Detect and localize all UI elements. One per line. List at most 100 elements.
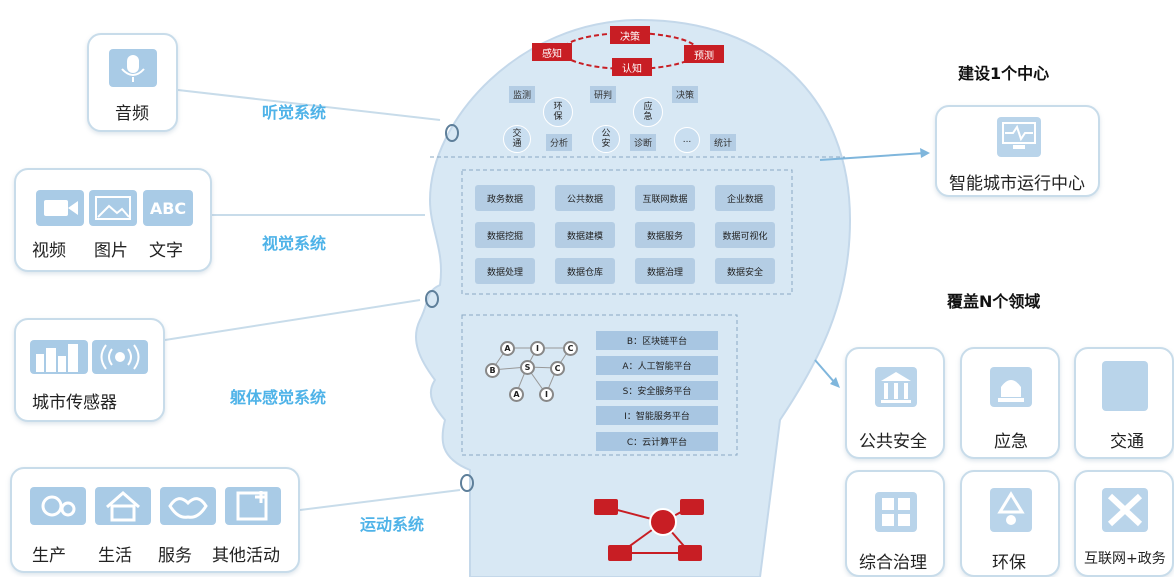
platform-ai: A：人工智能平台 xyxy=(596,356,718,375)
server-icon-1 xyxy=(594,499,618,515)
domain-label-0: 公共安全 xyxy=(859,432,927,452)
sensor-card: 城市传感器 xyxy=(14,318,165,422)
data-cell: 数据可视化 xyxy=(715,222,775,248)
domain-governance: 综合治理 xyxy=(845,470,945,577)
center-label: 智能城市运行中心 xyxy=(949,174,1085,194)
platform-security: S：安全服务平台 xyxy=(596,381,718,400)
node-a1: A xyxy=(500,341,515,356)
data-cell: 互联网数据 xyxy=(635,185,695,211)
audio-label: 音频 xyxy=(115,104,149,124)
center-card: 智能城市运行中心 xyxy=(935,105,1100,197)
node-c1: C xyxy=(563,341,578,356)
audio-system-label: 听觉系统 xyxy=(262,103,327,122)
func-env-text: 环保 xyxy=(553,102,563,122)
data-cell: 公共数据 xyxy=(555,185,615,211)
network-cross-icon xyxy=(1102,488,1148,532)
func-emergency-text: 应急 xyxy=(643,102,653,122)
traffic-map-icon xyxy=(1102,361,1148,411)
data-cell: 数据治理 xyxy=(635,258,695,284)
data-cell: 数据挖掘 xyxy=(475,222,535,248)
domain-label-1: 应急 xyxy=(994,432,1028,452)
text-abc-icon: ABC xyxy=(143,190,193,226)
platform-blockchain: B：区块链平台 xyxy=(596,331,718,350)
production-gear-icon xyxy=(30,487,86,525)
func-police: 公安 xyxy=(592,125,620,153)
microphone-icon xyxy=(109,49,157,87)
domain-label-4: 环保 xyxy=(992,553,1026,573)
ear-ring-motion xyxy=(460,474,474,492)
data-cell: 数据服务 xyxy=(635,222,695,248)
func-analysis: 分析 xyxy=(546,134,573,151)
func-diagnose: 诊断 xyxy=(630,134,657,151)
decision-box: 决策 xyxy=(610,26,650,44)
image-icon xyxy=(89,190,137,226)
ear-ring-vision xyxy=(425,290,439,308)
data-cell: 政务数据 xyxy=(475,185,535,211)
func-judge: 研判 xyxy=(590,86,617,103)
server-icon-2 xyxy=(680,499,704,515)
video-icon xyxy=(36,190,84,226)
ear-ring-audio xyxy=(445,124,459,142)
perceive-box: 感知 xyxy=(532,43,572,61)
production-label: 生产 xyxy=(32,546,66,566)
service-label: 服务 xyxy=(158,546,192,566)
center-title: 建设1个中心 xyxy=(958,64,1050,83)
func-police-text: 公安 xyxy=(601,129,611,149)
signal-sensor-icon xyxy=(92,340,148,374)
router-icon xyxy=(649,508,677,536)
server-icon-3 xyxy=(608,545,632,561)
motion-system-label: 运动系统 xyxy=(360,515,425,534)
image-label: 图片 xyxy=(94,241,128,261)
domain-public-safety: 公共安全 xyxy=(845,347,945,459)
func-more-text: ... xyxy=(682,135,692,145)
body-system-label: 躯体感觉系统 xyxy=(230,388,327,407)
domain-label-5: 互联网+政务 xyxy=(1084,551,1166,567)
func-env: 环保 xyxy=(543,97,573,127)
audio-card: 音频 xyxy=(87,33,178,132)
platform-cloud: C：云计算平台 xyxy=(596,432,718,451)
domain-label-2: 交通 xyxy=(1110,432,1144,452)
data-cell: 数据安全 xyxy=(715,258,775,284)
func-traffic-text: 交通 xyxy=(512,129,522,149)
node-s: S xyxy=(520,360,535,375)
data-cell: 数据仓库 xyxy=(555,258,615,284)
predict-box: 预测 xyxy=(684,45,724,63)
node-a2: A xyxy=(509,387,524,402)
sensor-label: 城市传感器 xyxy=(32,393,117,413)
text-label: 文字 xyxy=(149,241,183,261)
domain-internet-gov: 互联网+政务 xyxy=(1074,470,1174,577)
monitor-icon xyxy=(997,117,1041,157)
cognize-box: 认知 xyxy=(612,58,652,76)
node-c2: C xyxy=(550,361,565,376)
domain-emergency: 应急 xyxy=(960,347,1060,459)
building-columns-icon xyxy=(875,367,917,407)
func-emergency: 应急 xyxy=(633,97,663,127)
life-label: 生活 xyxy=(98,546,132,566)
grid-squares-icon xyxy=(875,492,917,532)
vision-system-label: 视觉系统 xyxy=(262,234,327,253)
motion-card: 生产 生活 服务 其他活动 xyxy=(10,467,300,573)
func-monitor: 监测 xyxy=(509,86,536,103)
node-i1: I xyxy=(530,341,545,356)
other-activity-plus-icon xyxy=(225,487,281,525)
data-cell: 企业数据 xyxy=(715,185,775,211)
service-handshake-icon xyxy=(160,487,216,525)
node-b: B xyxy=(485,363,500,378)
abc-text: ABC xyxy=(149,198,187,218)
data-cell: 数据建模 xyxy=(555,222,615,248)
func-more: ... xyxy=(674,127,700,153)
platform-smart-service: I：智能服务平台 xyxy=(596,406,718,425)
vision-card: ABC 视频 图片 文字 xyxy=(14,168,212,272)
domain-traffic: 交通 xyxy=(1074,347,1174,459)
life-home-icon xyxy=(95,487,151,525)
city-buildings-icon xyxy=(30,340,88,374)
domain-label-3: 综合治理 xyxy=(859,553,927,573)
alarm-light-icon xyxy=(990,367,1032,407)
func-statistics: 统计 xyxy=(710,134,737,151)
data-cell: 数据处理 xyxy=(475,258,535,284)
recycle-icon xyxy=(990,488,1032,532)
func-traffic: 交通 xyxy=(503,125,531,153)
domain-environment: 环保 xyxy=(960,470,1060,577)
video-label: 视频 xyxy=(32,241,66,261)
domains-title: 覆盖N个领域 xyxy=(947,292,1041,311)
